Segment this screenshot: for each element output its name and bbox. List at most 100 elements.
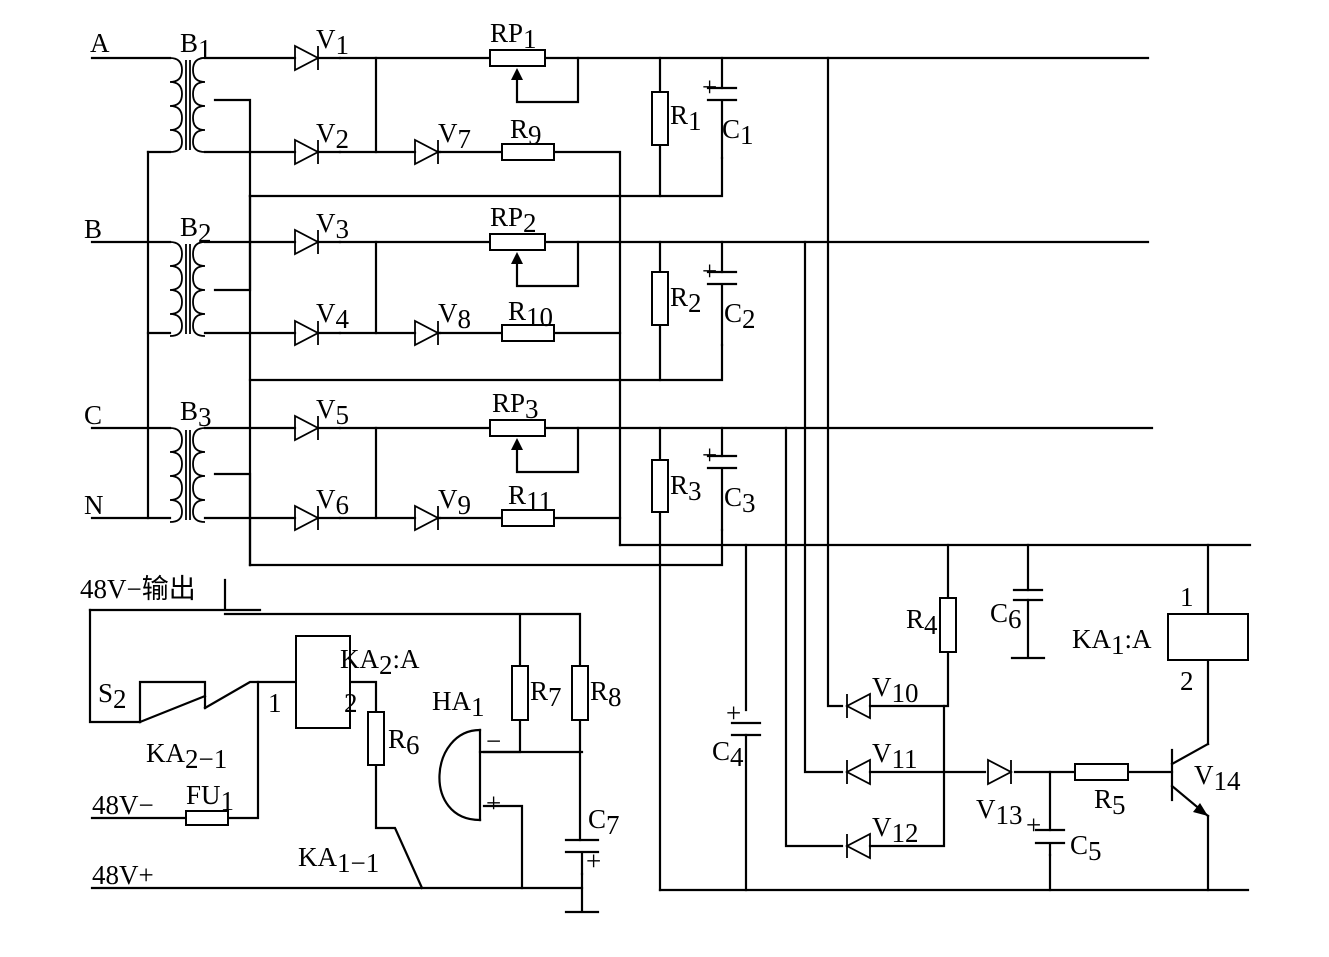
transformer-b2: [169, 241, 206, 337]
label-r2: R2: [670, 282, 702, 318]
plus-c5: +: [1026, 810, 1041, 840]
labels: A B C N B1 B2 B3 V1 V2 V3 V4 V5 V6 V7 V8…: [80, 18, 1241, 890]
relay-ka2-coil: [295, 635, 351, 729]
diode-v7-icon: [414, 138, 440, 166]
diode-v12-icon: [845, 832, 871, 860]
plus-ha1: +: [486, 788, 501, 818]
label-ka2: KA2:A: [340, 644, 420, 680]
label-c4: C4: [712, 736, 744, 772]
phase-a-label: A: [90, 28, 110, 58]
label-rp3: RP3: [492, 388, 539, 424]
label-v1: V1: [316, 24, 349, 60]
diode-v11-icon: [845, 758, 871, 786]
label-c2: C2: [724, 298, 756, 334]
label-r6: R6: [388, 724, 420, 760]
label-ka1: KA1:A: [1072, 624, 1152, 660]
label-v14: V14: [1194, 760, 1241, 796]
wires: [88, 56, 1252, 914]
label-c7: C7: [588, 804, 620, 840]
switch-s2-icon: [138, 680, 207, 724]
label-v2: V2: [316, 118, 349, 154]
label-s2: S2: [98, 678, 127, 714]
label-ka1-1: KA1−1: [298, 842, 379, 878]
potentiometer-rp2: [489, 233, 546, 251]
ka1-pin-1: 1: [1180, 582, 1194, 612]
label-rp2: RP2: [490, 202, 537, 238]
neutral-label: N: [84, 490, 104, 520]
resistor-r8: [571, 665, 589, 721]
buzzer-ha1-icon: [438, 728, 482, 822]
diode-v9-icon: [414, 504, 440, 532]
resistor-r3: [651, 459, 669, 513]
emitter-arrow: [1193, 803, 1208, 816]
label-48v-positive: 48V+: [92, 860, 154, 890]
label-r10: R10: [508, 296, 553, 332]
label-c5: C5: [1070, 830, 1102, 866]
diode-v3-icon: [294, 228, 320, 256]
label-48v-negative: 48V−: [92, 790, 154, 820]
plus-c7: +: [586, 846, 601, 876]
label-r8: R8: [590, 676, 622, 712]
label-r9: R9: [510, 114, 542, 150]
diode-v2-icon: [294, 138, 320, 166]
label-r11: R11: [508, 480, 552, 516]
plus-c1: +: [702, 72, 717, 102]
label-v12: V12: [872, 812, 919, 848]
wiper-arrows: [511, 68, 523, 450]
label-ha1: HA1: [432, 686, 485, 722]
diode-v13-icon: [987, 758, 1013, 786]
diode-v1-icon: [294, 44, 320, 72]
resistor-r2: [651, 271, 669, 326]
label-r4: R4: [906, 604, 938, 640]
diode-v10-icon: [845, 692, 871, 720]
ka2-pin-2: 2: [344, 688, 358, 718]
label-c1: C1: [722, 114, 754, 150]
resistor-r7: [511, 665, 529, 721]
label-v13: V13: [976, 794, 1023, 830]
label-b1: B1: [180, 28, 212, 64]
label-ka2-1: KA2−1: [146, 738, 227, 774]
resistor-r10: [501, 324, 555, 342]
transformer-b1: [169, 57, 206, 153]
resistor-r1: [651, 91, 669, 146]
capacitor-plates: [564, 86, 1066, 876]
resistor-r6: [367, 711, 385, 766]
resistor-r9: [501, 143, 555, 161]
resistor-r4: [939, 597, 957, 653]
label-r1: R1: [670, 100, 702, 136]
diode-v6-icon: [294, 504, 320, 532]
ka2-pin-1: 1: [268, 688, 282, 718]
phase-c-label: C: [84, 400, 102, 430]
relay-ka1-coil: [1167, 613, 1249, 661]
label-r7: R7: [530, 676, 562, 712]
plus-c3: +: [702, 440, 717, 470]
label-c6: C6: [990, 598, 1022, 634]
label-v5: V5: [316, 394, 349, 430]
label-v3: V3: [316, 208, 349, 244]
resistor-r5: [1074, 763, 1129, 781]
label-v6: V6: [316, 484, 349, 520]
diode-v8-icon: [414, 319, 440, 347]
phase-b-label: B: [84, 214, 102, 244]
transformer-b3: [169, 427, 206, 523]
label-v10: V10: [872, 672, 919, 708]
plus-c4: +: [726, 698, 741, 728]
label-r5: R5: [1094, 784, 1126, 820]
label-c3: C3: [724, 482, 756, 518]
resistor-r11: [501, 509, 555, 527]
label-v7: V7: [438, 118, 471, 154]
potentiometer-rp1: [489, 49, 546, 67]
potentiometer-rp3: [489, 419, 546, 437]
ka1-pin-2: 2: [1180, 666, 1194, 696]
label-v11: V11: [872, 738, 918, 774]
label-v4: V4: [316, 298, 350, 334]
label-b3: B3: [180, 396, 212, 432]
label-r3: R3: [670, 470, 702, 506]
label-b2: B2: [180, 212, 212, 248]
diode-v4-icon: [294, 319, 320, 347]
fuse-fu1: [185, 810, 229, 826]
label-v9: V9: [438, 484, 471, 520]
label-48v-output: 48V−输出: [80, 574, 196, 604]
plus-c2: +: [702, 256, 717, 286]
